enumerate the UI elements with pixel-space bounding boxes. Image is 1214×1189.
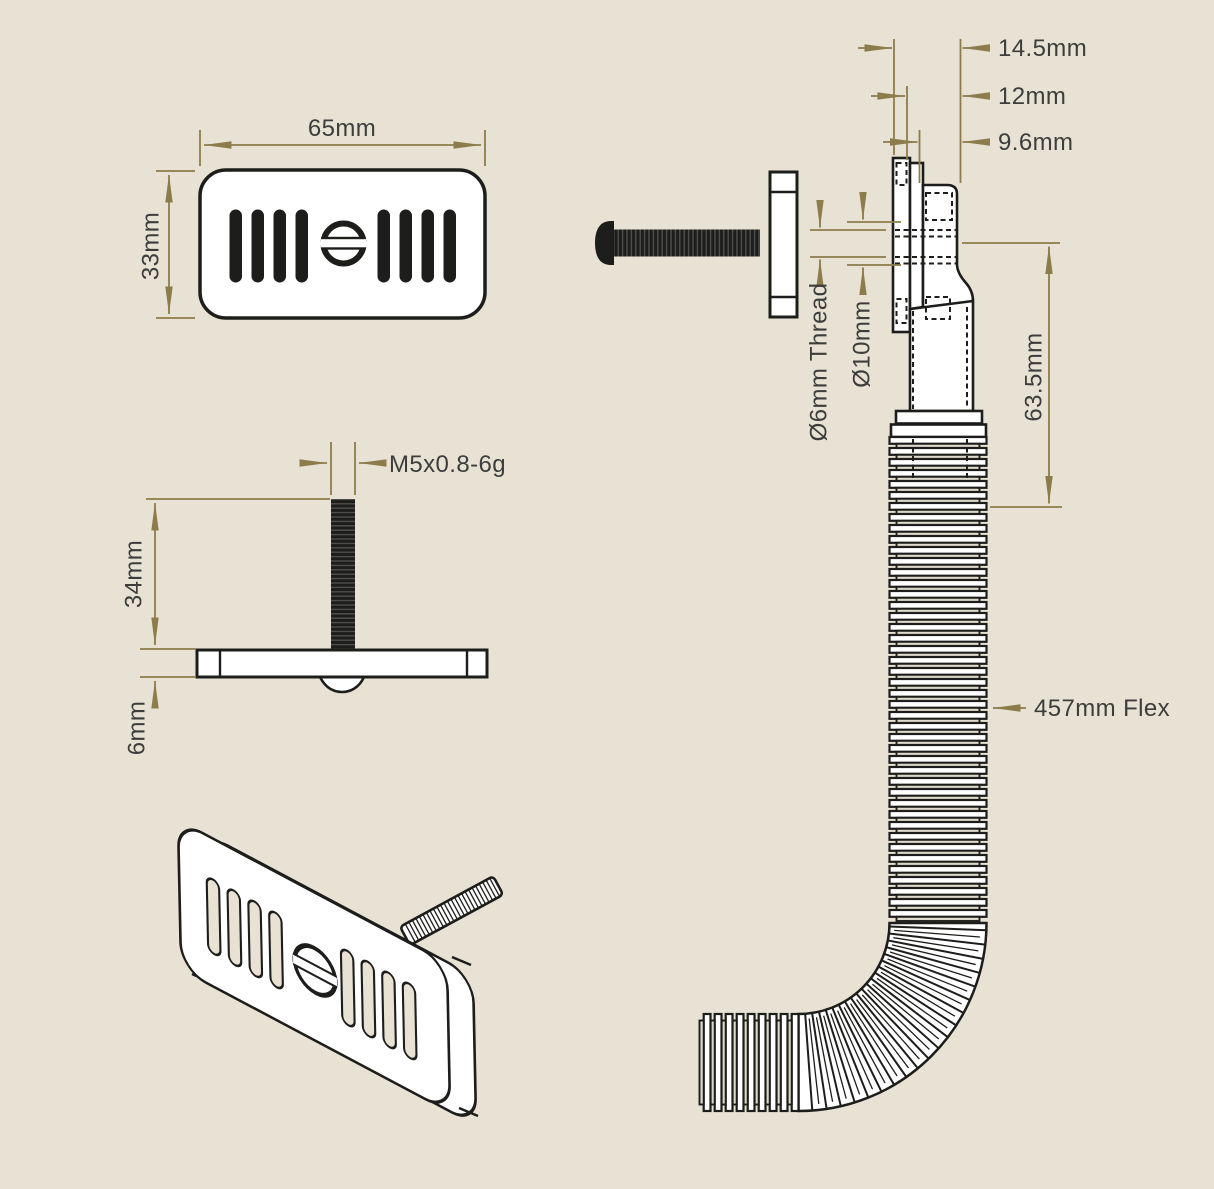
iso-slots-left	[205, 877, 284, 990]
iso-edge-bottom-right	[458, 1106, 479, 1118]
grille-front-view	[198, 168, 487, 320]
hidden-hook-bottom	[895, 298, 908, 324]
dim-rigid-height: 63.5mm	[1020, 332, 1047, 421]
dim-thread-spec: M5x0.8-6g	[389, 451, 506, 478]
iso-threaded-stud	[400, 876, 504, 946]
elbow-shoulder-line	[909, 299, 974, 311]
iso-rod-ribs	[404, 877, 501, 943]
grille-iso-view	[177, 828, 504, 1118]
threaded-stud-texture	[331, 499, 355, 650]
slot	[268, 910, 284, 990]
grille-side-view	[195, 499, 489, 694]
slot	[443, 209, 456, 283]
slot	[229, 209, 242, 283]
bolt-head	[595, 221, 614, 265]
hidden-recess-top	[925, 192, 953, 221]
grille-slots-left	[229, 209, 308, 283]
slot	[421, 209, 434, 283]
dim-depth-mid: 12mm	[998, 83, 1066, 110]
dim-depth-inner: 9.6mm	[998, 129, 1073, 156]
bolt-thread-texture	[614, 229, 760, 257]
flex-ribs-bend	[804, 925, 987, 1111]
dim-flex-length: 457mm Flex	[1034, 695, 1170, 722]
slot	[377, 209, 390, 283]
screw-head-side	[317, 675, 367, 694]
elbow-body	[908, 183, 975, 413]
flex-hose	[698, 435, 988, 1113]
slot	[205, 877, 222, 957]
screw-slot	[320, 236, 367, 250]
iso-slots-right	[339, 948, 418, 1061]
iso-edge-top-right	[451, 955, 472, 967]
dim-grille-width: 65mm	[308, 115, 376, 142]
overflow-elbow-fitting	[889, 156, 988, 439]
flex-ribs-vertical	[888, 435, 988, 922]
washer-plate	[768, 170, 799, 319]
grille-plate-side	[195, 648, 489, 679]
slot	[273, 209, 286, 283]
flange-plate-inner	[908, 161, 925, 325]
slot	[295, 209, 308, 283]
hose-collar-upper	[894, 409, 984, 425]
dim-bolt-thread: Ø6mm Thread	[805, 283, 832, 442]
iso-plate-front-face	[177, 828, 451, 1104]
assembly-dimensions: 14.5mm 12mm 9.6mm Ø6mm Thread Ø10mm 63.5…	[805, 35, 1170, 722]
side-view-dimensions: M5x0.8-6g 34mm 6mm	[120, 442, 506, 755]
dim-stud-length: 34mm	[120, 540, 147, 608]
dim-plate-thickness: 6mm	[123, 701, 150, 756]
dim-spigot-diameter: Ø10mm	[848, 300, 875, 387]
front-view-dimensions: 65mm 33mm	[137, 115, 486, 319]
flex-bend	[797, 921, 988, 1113]
hidden-recess-bottom	[925, 296, 951, 320]
fixing-bolt	[595, 221, 760, 265]
hose-assembly	[595, 156, 988, 1113]
dim-depth-overall: 14.5mm	[998, 35, 1087, 62]
slot	[339, 948, 356, 1028]
hose-collar-lower	[889, 423, 988, 439]
grille-slots-right	[377, 209, 456, 283]
slot	[226, 888, 243, 968]
hidden-hook-top	[895, 162, 908, 186]
slot	[381, 970, 397, 1050]
slot	[399, 209, 412, 283]
slot	[247, 899, 264, 979]
dim-grille-height: 33mm	[137, 212, 164, 280]
flex-ribs-tail	[698, 1012, 800, 1113]
slot	[360, 959, 377, 1039]
slot	[401, 981, 418, 1061]
slot	[251, 209, 264, 283]
